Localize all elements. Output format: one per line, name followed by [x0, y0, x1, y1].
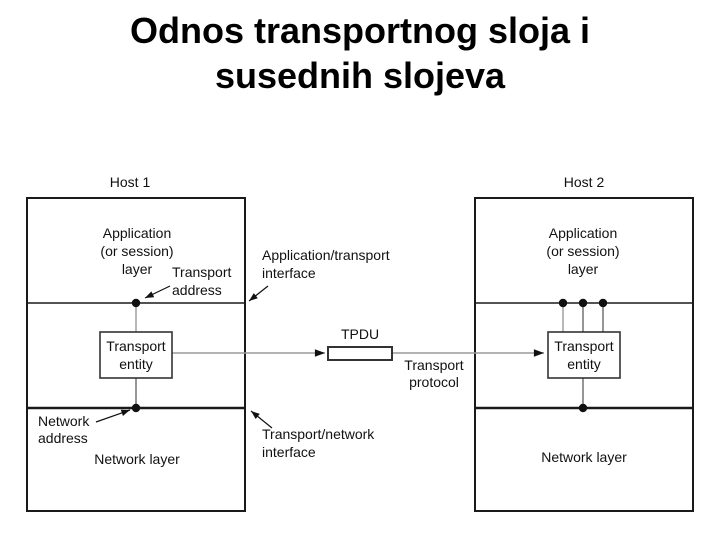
application-transport-interface-line2: interface — [262, 265, 316, 281]
host2-transport-entity: Transport entity — [548, 332, 620, 378]
host1-app-layer-line1: Application — [102, 225, 172, 241]
host1-transport-entity-box — [99, 331, 173, 379]
host1-network-address-dot — [131, 403, 141, 413]
host1-app-layer-line2: (or session) — [100, 243, 174, 259]
host1-transport-entity-line2: entity — [119, 356, 153, 372]
host2-app-layer-line2: (or session) — [546, 243, 620, 259]
transport-protocol-line1: Transport — [404, 357, 464, 373]
transport-address-arrow — [144, 285, 171, 299]
host2-app-layer-line3: layer — [567, 261, 599, 277]
host1-app-layer-line3: layer — [121, 261, 153, 277]
host2-box — [474, 197, 694, 512]
host2-label: Host 2 — [563, 174, 605, 190]
network-address-line1: Network — [38, 413, 90, 429]
network-address-label: Network address — [38, 413, 89, 447]
host2-transport-address-dot-2 — [578, 298, 588, 308]
transport-network-interface-arrow — [250, 410, 273, 429]
transport-address-line1: Transport — [172, 264, 232, 280]
host2-transport-address-dot-3 — [598, 298, 608, 308]
host1-network-layer-label: Network layer — [94, 451, 180, 467]
host2-transport-entity-box — [547, 331, 621, 379]
network-address-arrow — [95, 409, 131, 423]
transport-address-line2: address — [172, 282, 222, 298]
tpdu-label: TPDU — [340, 326, 380, 342]
host1-transport-address-dot — [131, 298, 141, 308]
application-transport-interface-arrow — [248, 285, 269, 302]
transport-address-label: Transport address — [172, 263, 231, 299]
host2-network-layer-label: Network layer — [541, 449, 627, 465]
host2-transport-address-dot-1 — [558, 298, 568, 308]
slide-title: Odnos transportnog sloja i susednih sloj… — [0, 8, 720, 98]
slide-title-line2: susednih slojeva — [214, 55, 506, 96]
tpdu-box — [327, 346, 393, 361]
transport-network-interface-line1: Transport/network — [262, 426, 375, 442]
transport-network-interface-line2: interface — [262, 444, 316, 460]
transport-protocol-label: Transport protocol — [404, 357, 463, 391]
slide-title-line1: Odnos transportnog sloja i — [129, 10, 591, 51]
host1-label: Host 1 — [109, 174, 151, 190]
network-address-line2: address — [38, 430, 88, 446]
host2-app-layer-line1: Application — [548, 225, 618, 241]
host2-transport-entity-line1: Transport — [554, 338, 614, 354]
host2-network-address-dot — [578, 403, 588, 413]
host1-transport-entity-line1: Transport — [106, 338, 166, 354]
host2-transport-entity-line2: entity — [567, 356, 601, 372]
application-transport-interface-label: Application/transport interface — [262, 246, 390, 282]
transport-network-interface-label: Transport/network interface — [262, 425, 374, 461]
host1-transport-entity: Transport entity — [100, 332, 172, 378]
transport-protocol-line2: protocol — [409, 374, 459, 390]
application-transport-interface-line1: Application/transport — [262, 247, 390, 263]
host1-box — [26, 197, 246, 512]
